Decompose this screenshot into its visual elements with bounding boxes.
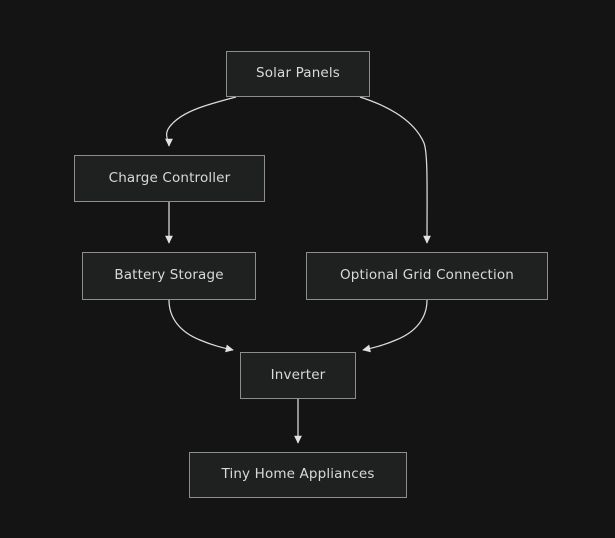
node-label: Battery Storage bbox=[114, 267, 224, 284]
node-tiny-home-appliances[interactable]: Tiny Home Appliances bbox=[189, 452, 407, 498]
node-solar-panels[interactable]: Solar Panels bbox=[226, 51, 370, 97]
node-label: Tiny Home Appliances bbox=[221, 466, 375, 483]
edge-grid-connection-to-inverter bbox=[362, 299, 428, 353]
node-label: Inverter bbox=[270, 366, 326, 383]
node-label: Solar Panels bbox=[256, 65, 340, 82]
node-label: Optional Grid Connection bbox=[340, 267, 514, 284]
edge-solar-panels-to-grid-connection bbox=[359, 96, 431, 244]
node-label: Charge Controller bbox=[108, 169, 231, 186]
node-battery-storage[interactable]: Battery Storage bbox=[82, 252, 256, 300]
edge-solar-panels-to-charge-controller bbox=[165, 96, 237, 147]
edge-battery-storage-to-inverter bbox=[168, 299, 234, 353]
node-charge-controller[interactable]: Charge Controller bbox=[74, 155, 265, 202]
node-optional-grid-connection[interactable]: Optional Grid Connection bbox=[306, 252, 548, 300]
node-inverter[interactable]: Inverter bbox=[240, 352, 356, 399]
